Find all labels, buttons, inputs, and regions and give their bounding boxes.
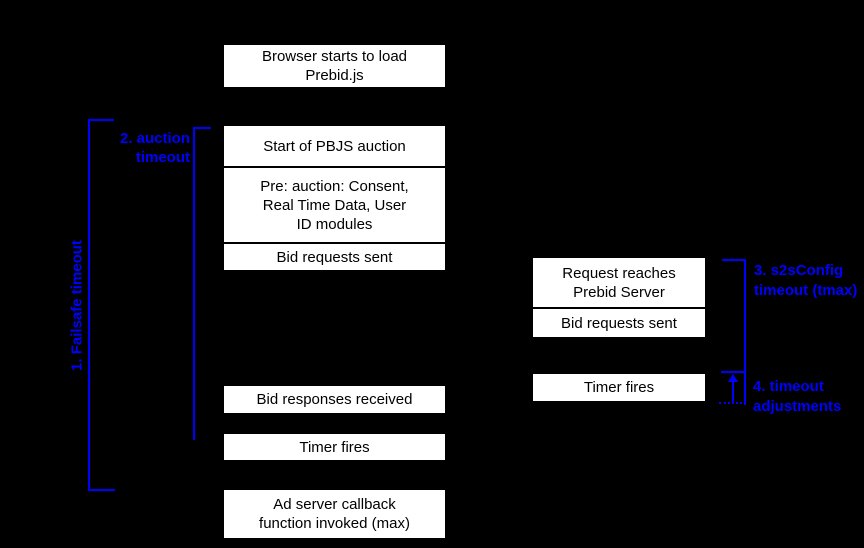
event-box-label: Bid requests sent	[561, 314, 677, 332]
annotation-label-line: timeout	[135, 149, 190, 166]
event-box-bid-responses-received: Bid responses received	[224, 386, 445, 413]
event-box-label: Bid responses received	[256, 391, 413, 408]
event-box-bid-requests-sent: Bid requests sent	[224, 244, 445, 270]
s2s-bracket-mid-tick	[721, 371, 746, 373]
s2sconfig-timeout-label: 3. s2sConfig timeout (tmax)	[754, 261, 857, 301]
failsafe-bracket-top-tick	[88, 119, 114, 121]
failsafe-bracket-vertical-line	[88, 119, 90, 491]
event-box-ad-server-callback: Ad server callback function invoked (max…	[224, 490, 445, 538]
event-box-label-line: Prebid Server	[573, 283, 665, 301]
event-box-label-line: function invoked (max)	[259, 515, 410, 532]
event-box-auction-start: Start of PBJS auction	[224, 126, 445, 166]
event-box-timer-fires: Timer fires	[224, 434, 445, 460]
event-box-label-line: Real Time Data, User	[262, 196, 407, 214]
annotation-label-line: 2. auction	[119, 130, 190, 147]
event-box-label: Timer fires	[299, 438, 370, 456]
s2s-bracket-vertical-line	[744, 259, 746, 405]
adjustment-arrow-up-icon	[728, 374, 738, 382]
event-box-label-line: Ad server callback	[273, 496, 396, 513]
annotation-label-line: 4. timeout	[753, 378, 824, 395]
event-box-pre-auction-modules: Pre: auction: Consent, Real Time Data, U…	[224, 168, 445, 242]
event-box-label: Bid requests sent	[276, 248, 393, 266]
annotation-label-line: adjustments	[753, 398, 842, 415]
auction-timeout-label: 2. auction timeout	[90, 129, 190, 167]
auction-bracket-top-tick	[193, 127, 211, 129]
event-box-server-timer-fires: Timer fires	[533, 374, 705, 401]
timeout-adjustments-label: 4. timeout adjustments	[753, 377, 841, 417]
auction-bracket-vertical-line	[193, 127, 195, 440]
event-box-label-line: Request reaches	[562, 264, 676, 282]
adjustment-arrow-shaft	[732, 381, 734, 403]
annotation-label-line: 3. s2sConfig	[754, 262, 844, 279]
event-box-label-line: Pre: auction: Consent,	[260, 177, 409, 195]
event-box-browser-load: Browser starts to load Prebid.js	[224, 45, 445, 87]
event-box-label-line: Browser starts to load	[261, 48, 408, 65]
failsafe-timeout-label: 1. Failsafe timeout	[68, 240, 86, 371]
event-box-label: Start of PBJS auction	[263, 137, 406, 155]
event-box-label-line: Prebid.js	[305, 67, 364, 84]
event-box-server-bid-requests-sent: Bid requests sent	[533, 309, 705, 337]
event-box-request-reaches-prebid-server: Request reaches Prebid Server	[533, 258, 705, 307]
event-box-label-line: ID modules	[296, 215, 373, 233]
event-box-label: Timer fires	[583, 379, 655, 396]
adjustment-dotted-baseline	[719, 402, 746, 404]
annotation-label-line: timeout (tmax)	[754, 282, 858, 299]
s2s-bracket-top-tick	[722, 259, 746, 261]
failsafe-bracket-bottom-tick	[88, 489, 115, 491]
